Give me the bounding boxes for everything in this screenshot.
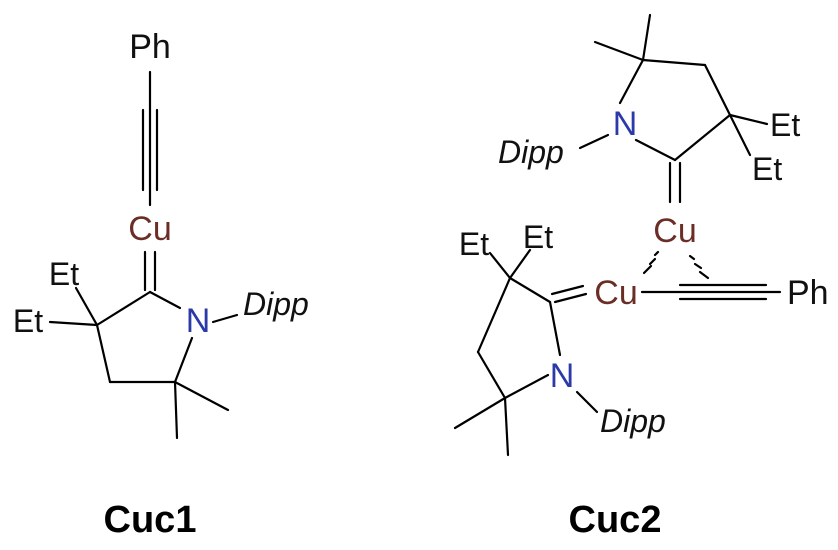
cuc1-phenyl-label: Ph (129, 28, 171, 66)
cuc2-bottom-nitrogen-atom: N (550, 357, 575, 395)
cuc1-cu-carbene-bond (143, 250, 157, 292)
cuc2-top-cu-carbene-bond (668, 161, 682, 204)
cuc2-structure: N Dipp Et Et Cu Cu Ph N Dipp Et Et (453, 13, 829, 457)
cuc2-bottom-cu-carbene-bond (550, 284, 588, 304)
cuc2-top-ethyl-label-upper: Et (770, 107, 800, 143)
cuc1-ethyl-label-lower: Et (13, 303, 43, 339)
cuc2-top-pyrrolidine-ring (618, 58, 732, 162)
cuc1-pyrrolidine-ring (95, 290, 194, 384)
cuc2-top-ethyl-label-lower: Et (752, 151, 782, 187)
cuc1-substituent-bonds (48, 286, 239, 440)
cuc2-hashed-cu-interactions (642, 250, 710, 280)
cuc1-alkyne-triple-bond (141, 70, 159, 207)
cuc2-bottom-substituent-bonds (453, 248, 599, 457)
cuc2-alkyne-triple-bond (640, 283, 782, 301)
cuc2-bottom-dipp-label: Dipp (600, 403, 666, 439)
cuc2-top-nitrogen-atom: N (613, 105, 638, 143)
cuc1-caption: Cuc1 (104, 499, 197, 541)
cuc2-caption: Cuc2 (569, 499, 662, 541)
cuc2-top-copper-atom: Cu (653, 212, 696, 250)
cuc2-bottom-pyrrolidine-ring (476, 276, 562, 400)
cuc2-top-substituent-bonds (578, 13, 769, 157)
cuc2-top-dipp-label: Dipp (498, 134, 564, 170)
cuc2-bottom-copper-atom: Cu (594, 274, 637, 312)
cuc1-structure: Ph Cu N Dipp Et Et (13, 28, 309, 440)
cuc2-bottom-ethyl-label-right: Et (523, 219, 553, 255)
cuc1-ethyl-label-upper: Et (49, 256, 79, 292)
cuc2-phenyl-label: Ph (787, 274, 829, 312)
cuc2-bottom-ethyl-label-left: Et (459, 226, 489, 262)
cuc1-dipp-label: Dipp (243, 286, 309, 322)
cuc1-nitrogen-atom: N (186, 302, 211, 340)
cuc1-copper-atom: Cu (128, 210, 171, 248)
